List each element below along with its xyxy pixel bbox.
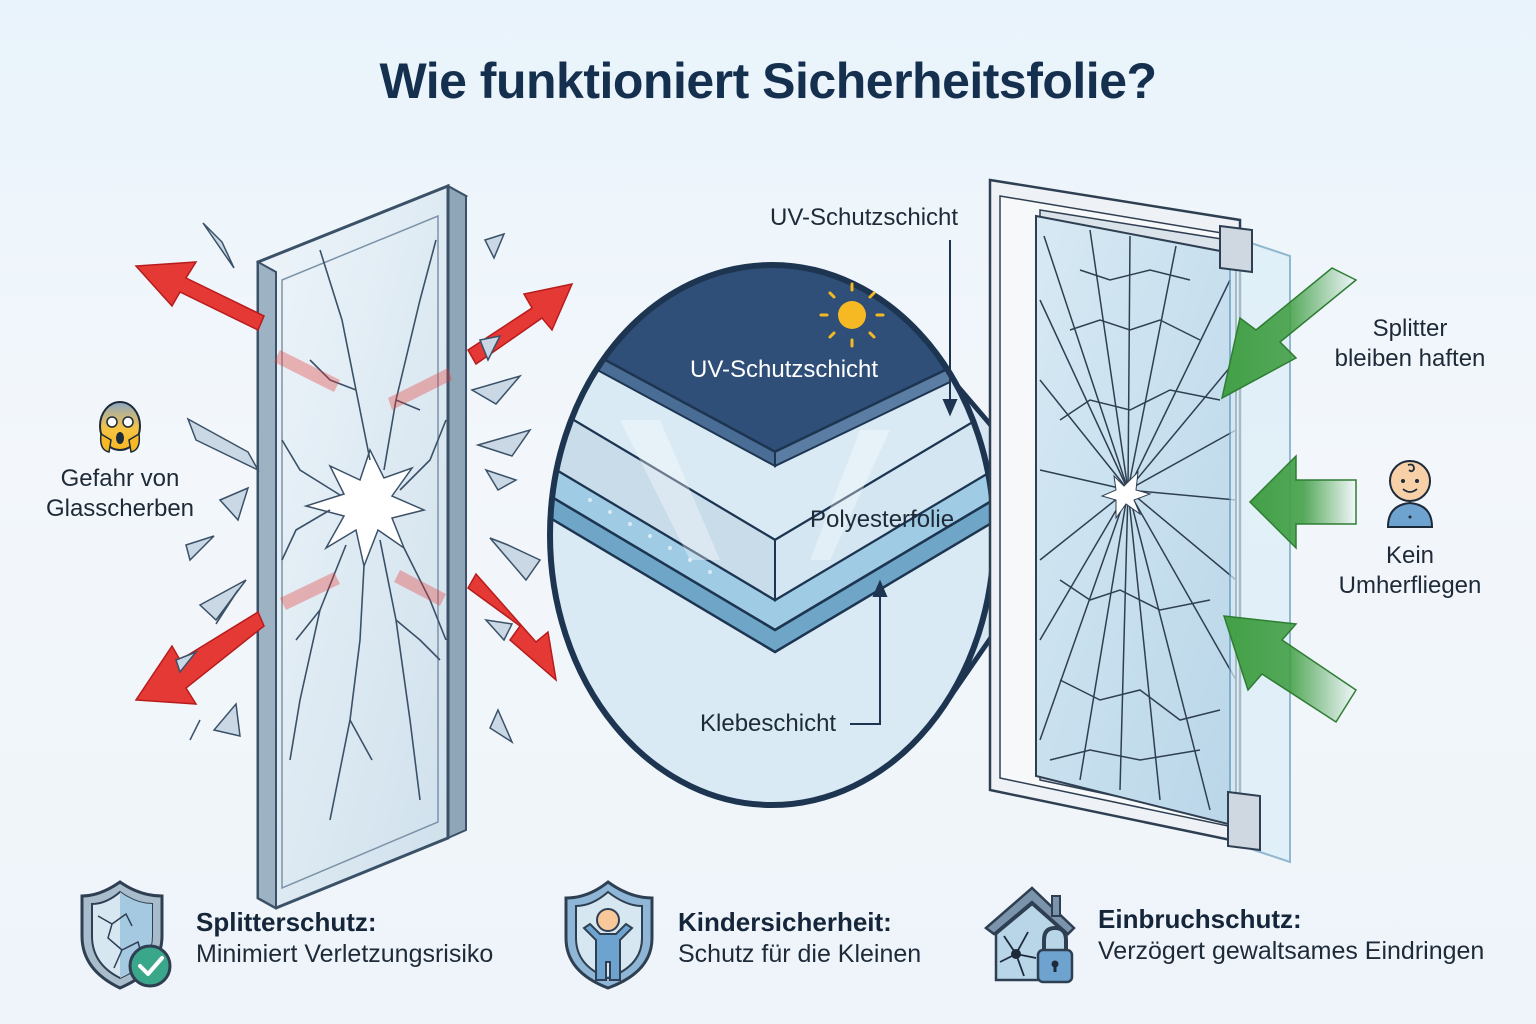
adhere-label-group: Splitter bleiben haften <box>1310 314 1510 374</box>
baby-icon <box>1382 455 1438 531</box>
cracked-shield-check-icon <box>78 876 178 999</box>
scream-face-icon <box>97 400 143 456</box>
adhere-label-line1: Splitter <box>1372 315 1448 342</box>
broken-glass-pane <box>255 183 469 910</box>
feature-einbruchschutz: Einbruchschutz: Verzögert gewaltsames Ei… <box>982 876 1484 993</box>
danger-arrows <box>134 261 574 705</box>
feature-kindersicherheit: Kindersicherheit: Schutz für die Kleinen <box>562 876 921 999</box>
danger-label-line2: Glasscherben <box>45 495 195 522</box>
glass-shards <box>175 222 542 744</box>
feature-title: Kindersicherheit: <box>678 906 892 937</box>
danger-label-group: Gefahr von Glasscherben <box>30 400 210 524</box>
sun-icon <box>819 282 885 348</box>
window-with-film <box>988 178 1291 864</box>
feature-desc: Schutz für die Kleinen <box>678 939 922 968</box>
no-flying-label-line2: Umherfliegen <box>1338 572 1482 599</box>
polyester-layer-label: Polyesterfolie <box>810 506 955 533</box>
feature-desc: Verzögert gewaltsames Eindringen <box>1098 936 1485 965</box>
adhere-label-line2: bleiben haften <box>1334 345 1486 372</box>
page-title: Wie funktioniert Sicherheitsfolie? <box>379 53 1157 109</box>
adhesive-layer-label: Klebeschicht <box>700 710 837 737</box>
no-flying-label-group: Kein Umherfliegen <box>1310 455 1510 601</box>
child-shield-icon <box>562 876 660 999</box>
house-lock-icon <box>982 876 1080 993</box>
uv-layer-label: UV-Schutzschicht <box>690 356 879 383</box>
uv-callout-label: UV-Schutzschicht <box>770 204 959 231</box>
feature-title: Splitterschutz: <box>196 906 377 937</box>
feature-title: Einbruchschutz: <box>1098 903 1302 934</box>
feature-splitterschutz: Splitterschutz: Minimiert Verletzungsris… <box>78 876 493 999</box>
layer-magnifier <box>547 240 1075 808</box>
no-flying-label-line1: Kein <box>1385 542 1435 569</box>
safe-arrows <box>1220 267 1358 724</box>
danger-label-line1: Gefahr von <box>60 465 180 492</box>
feature-desc: Minimiert Verletzungsrisiko <box>196 939 494 968</box>
